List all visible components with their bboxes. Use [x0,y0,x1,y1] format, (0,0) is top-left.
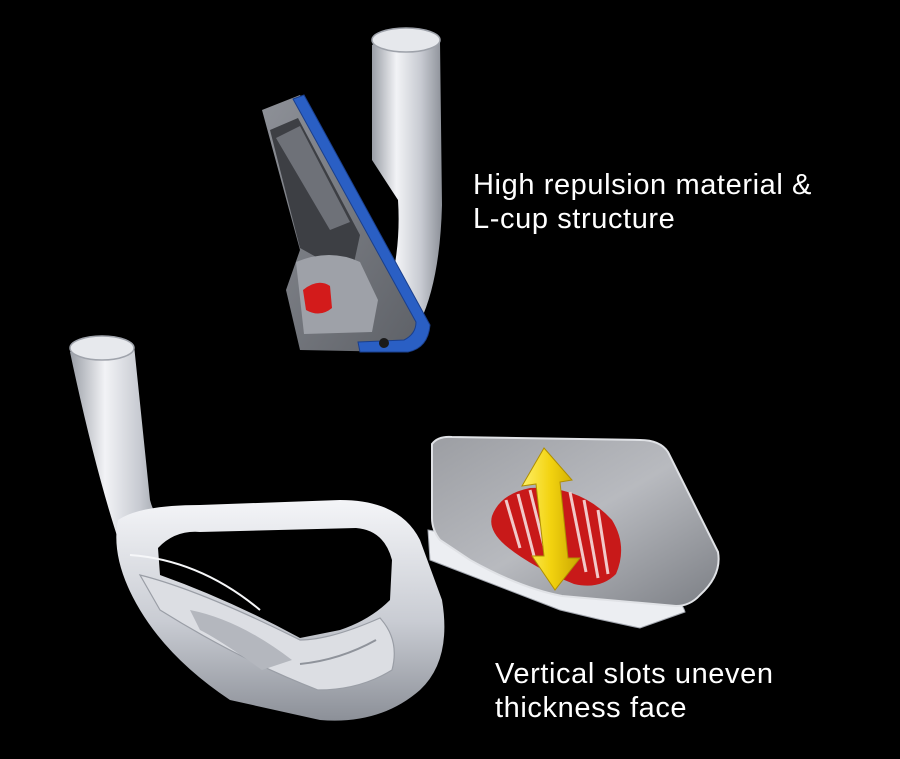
club-hosel [70,341,170,545]
club-head-cross-section-icon [262,27,442,353]
club-cavity [158,528,392,638]
callout-vertical-slots-line-1: Vertical slots uneven [495,658,774,690]
hosel-opening [371,27,441,53]
face-insert-with-slots-icon [427,435,720,629]
double-headed-arrow-icon [521,447,582,591]
callout-vertical-slots: Vertical slots uneven thickness face [495,657,774,725]
callout-vertical-slots-line-2: thickness face [495,692,688,724]
lower-block [296,255,378,334]
red-insert [303,282,332,314]
club-hosel-opening [69,335,135,361]
iron-club-head-icon [69,335,445,721]
l-cup-face [292,94,431,353]
hosel [372,34,442,322]
callout-l-cup-line-2: L-cup structure [473,203,676,235]
callout-l-cup: High repulsion material & L-cup structur… [473,168,812,236]
callout-l-cup-line-1: High repulsion material & [473,169,812,201]
